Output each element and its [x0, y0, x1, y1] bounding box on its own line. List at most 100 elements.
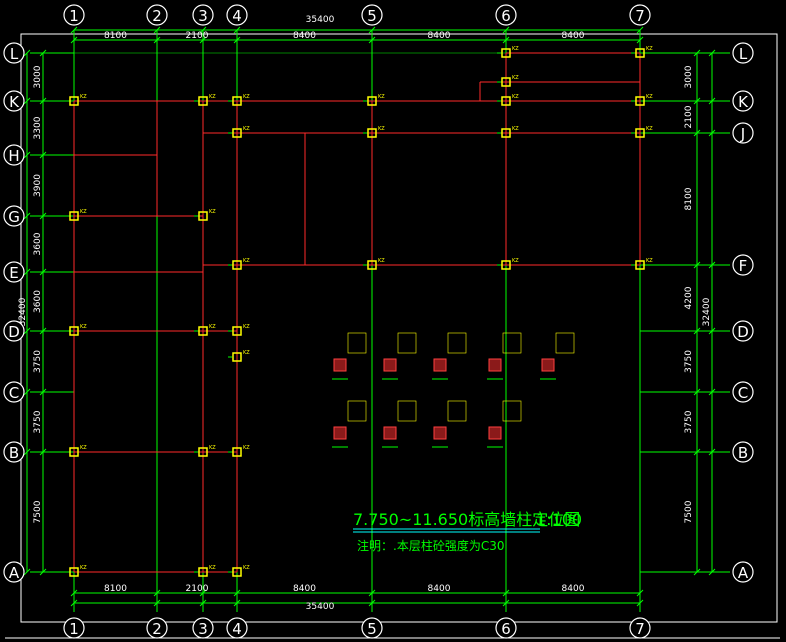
svg-text:C: C [9, 384, 19, 402]
column-detail-note [347, 332, 367, 354]
axis-bubble-bottom-5: 5 [361, 617, 383, 639]
column-marker [198, 447, 208, 457]
dim-tick [708, 327, 716, 335]
dim-tick [39, 388, 47, 396]
dim-tick [708, 129, 716, 137]
svg-text:A: A [9, 564, 20, 582]
column-marker [232, 567, 242, 577]
dim-tick [23, 327, 31, 335]
svg-text:L: L [10, 45, 19, 63]
dim-tick [153, 36, 161, 44]
dim-tick [693, 568, 701, 576]
right-dimension-text: 3000 [684, 65, 694, 88]
column-tag: KZ [243, 324, 250, 330]
axis-bubble-bottom-4: 4 [226, 617, 248, 639]
left-dimension-text: 3000 [33, 65, 43, 88]
column-tag: KZ [243, 126, 250, 132]
dim-tick [693, 448, 701, 456]
column-tag: KZ [378, 126, 385, 132]
dim-tick [693, 261, 701, 269]
svg-text:7: 7 [635, 620, 645, 638]
column-detail-note [555, 332, 575, 354]
column-tag: KZ [243, 258, 250, 264]
column-marker [232, 352, 242, 362]
column-marker [69, 447, 79, 457]
axis-bubble-top-3: 3 [192, 4, 214, 26]
dim-tick [39, 268, 47, 276]
column-marker [501, 48, 511, 58]
column-detail-note [397, 400, 417, 422]
axis-bubble-top-5: 5 [361, 4, 383, 26]
dim-tick [39, 151, 47, 159]
dim-tick [502, 36, 510, 44]
axis-bubble-right-B: B [732, 441, 754, 463]
axis-bubble-left-A: A [3, 561, 25, 583]
column-section-detail [333, 426, 347, 440]
column-tag: KZ [80, 209, 87, 215]
dim-tick [708, 568, 716, 576]
top-dimension-text: 8400 [293, 31, 316, 41]
column-tag: KZ [80, 445, 87, 451]
left-total-dimension: 32400 [18, 297, 28, 326]
dim-tick [502, 589, 510, 597]
bottom-dimension-text: 8400 [562, 584, 585, 594]
top-dimension-text: 8400 [562, 31, 585, 41]
axis-bubble-left-G: G [3, 205, 25, 227]
dim-tick [708, 261, 716, 269]
axis-bubble-bottom-3: 3 [192, 617, 214, 639]
svg-text:5: 5 [367, 620, 377, 638]
dim-tick [23, 388, 31, 396]
dim-tick [502, 599, 510, 607]
axis-bubble-left-D: D [3, 320, 25, 342]
column-marker [501, 260, 511, 270]
column-marker [501, 128, 511, 138]
bottom-dimension-text: 8400 [428, 584, 451, 594]
svg-text:1: 1 [69, 620, 79, 638]
svg-text:L: L [739, 45, 748, 63]
column-detail-note [502, 400, 522, 422]
column-detail-note [447, 400, 467, 422]
svg-text:J: J [740, 125, 745, 143]
axis-bubble-right-K: K [732, 90, 754, 112]
column-tag: KZ [209, 565, 216, 571]
column-marker [232, 96, 242, 106]
dim-tick [693, 49, 701, 57]
svg-text:6: 6 [501, 620, 511, 638]
column-marker [69, 326, 79, 336]
dim-tick [39, 49, 47, 57]
column-tag: KZ [378, 258, 385, 264]
right-dimension-text: 4200 [684, 286, 694, 309]
bottom-dimension-text: 2100 [186, 584, 209, 594]
column-detail-note [397, 332, 417, 354]
column-tag: KZ [209, 94, 216, 100]
dim-tick [199, 589, 207, 597]
dim-tick [39, 448, 47, 456]
left-dimension-text: 7500 [33, 500, 43, 523]
dim-tick [502, 26, 510, 34]
dim-tick [39, 97, 47, 105]
column-marker [501, 77, 511, 87]
svg-text:D: D [737, 323, 749, 341]
dim-tick [23, 268, 31, 276]
dim-tick [636, 36, 644, 44]
dim-tick [70, 589, 78, 597]
column-tag: KZ [80, 324, 87, 330]
svg-text:H: H [8, 147, 19, 165]
svg-text:K: K [9, 93, 20, 111]
column-section-detail [433, 358, 447, 372]
column-tag: KZ [80, 565, 87, 571]
svg-text:C: C [738, 384, 748, 402]
left-dimension-text: 3900 [33, 174, 43, 197]
axis-bubble-top-2: 2 [146, 4, 168, 26]
axis-bubble-right-C: C [732, 381, 754, 403]
right-dimension-text: 8100 [684, 187, 694, 210]
column-tag: KZ [512, 126, 519, 132]
column-tag: KZ [209, 209, 216, 215]
axis-bubble-top-1: 1 [63, 4, 85, 26]
right-total-dimension: 32400 [702, 297, 712, 326]
svg-text:A: A [738, 564, 749, 582]
dim-tick [23, 49, 31, 57]
dim-tick [693, 97, 701, 105]
column-marker [198, 326, 208, 336]
